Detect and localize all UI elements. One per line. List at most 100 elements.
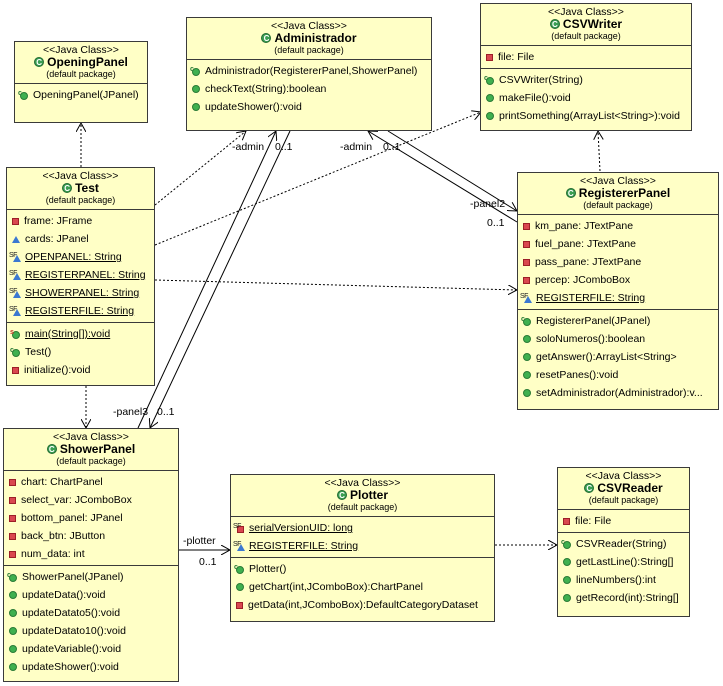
- method-row[interactable]: updateDatato10():void: [4, 622, 178, 640]
- method-row[interactable]: getRecord(int):String[]: [558, 589, 689, 607]
- method-row[interactable]: updateData():void: [4, 586, 178, 604]
- class-icon: C: [584, 483, 595, 493]
- attribute-row[interactable]: file: File: [558, 512, 689, 530]
- method-row[interactable]: getChart(int,JComboBox):ChartPanel: [231, 578, 494, 596]
- public-method-icon: [9, 591, 17, 599]
- method-row[interactable]: updateShower():void: [4, 658, 178, 676]
- stereotype-label: <<Java Class>>: [53, 431, 129, 443]
- attribute-row-text: REGISTERFILE: String: [536, 292, 646, 304]
- edge-label-admin-mult: 0..1: [275, 141, 293, 153]
- method-row[interactable]: updateDatato5():void: [4, 604, 178, 622]
- edge-label-panel3-mult: 0..1: [157, 406, 175, 418]
- private-member-icon: [523, 258, 530, 266]
- method-row[interactable]: getAnswer():ArrayList<String>: [518, 348, 718, 366]
- attribute-row[interactable]: back_btn: JButton: [4, 527, 178, 545]
- attribute-row[interactable]: percep: JComboBox: [518, 271, 718, 289]
- attribute-row[interactable]: km_pane: JTextPane: [518, 217, 718, 235]
- static-final-field-icon: SF: [9, 288, 21, 298]
- attribute-row[interactable]: select_var: JComboBox: [4, 491, 178, 509]
- method-row[interactable]: setAdministrador(Administrador):v...: [518, 384, 718, 402]
- private-member-icon: [523, 276, 530, 284]
- attribute-row-text: km_pane: JTextPane: [535, 220, 634, 232]
- class-icon: C: [46, 444, 57, 454]
- public-method-icon: [523, 335, 531, 343]
- method-row[interactable]: lineNumbers():int: [558, 571, 689, 589]
- method-row[interactable]: updateVariable():void: [4, 640, 178, 658]
- stereotype-label: <<Java Class>>: [271, 20, 347, 32]
- method-row[interactable]: getLastLine():String[]: [558, 553, 689, 571]
- attribute-row[interactable]: file: File: [481, 48, 691, 66]
- method-row[interactable]: soloNumeros():boolean: [518, 330, 718, 348]
- method-row-text: resetPanes():void: [536, 369, 619, 381]
- attribute-row-text: bottom_panel: JPanel: [21, 512, 123, 524]
- constructor-icon: c: [7, 572, 18, 582]
- method-row[interactable]: getData(int,JComboBox):DefaultCategoryDa…: [231, 596, 494, 614]
- static-final-field-icon: SF: [520, 293, 532, 303]
- attribute-row[interactable]: SF REGISTERFILE: String: [518, 289, 718, 307]
- assoc-registerer-admin: [368, 131, 518, 223]
- method-row-text: updateShower():void: [205, 101, 302, 113]
- private-member-icon: [9, 550, 16, 558]
- edge-label-admin2-role: -admin: [340, 141, 373, 153]
- attribute-row-text: back_btn: JButton: [21, 530, 106, 542]
- method-row-text: updateVariable():void: [22, 643, 122, 655]
- stereotype-label: <<Java Class>>: [43, 44, 119, 56]
- package-label: (default package): [588, 495, 659, 505]
- public-method-icon: [9, 609, 17, 617]
- private-member-icon: [236, 601, 243, 609]
- public-method-icon: [563, 558, 571, 566]
- attributes-section: file: File: [558, 510, 689, 533]
- attribute-row[interactable]: fuel_pane: JTextPane: [518, 235, 718, 253]
- attribute-row[interactable]: bottom_panel: JPanel: [4, 509, 178, 527]
- attribute-row[interactable]: num_data: int: [4, 545, 178, 563]
- method-row-text: main(String[]):void: [25, 328, 111, 340]
- method-row[interactable]: printSomething(ArrayList<String>):void: [481, 107, 691, 125]
- public-method-icon: [192, 103, 200, 111]
- attribute-row[interactable]: pass_pane: JTextPane: [518, 253, 718, 271]
- constructor-icon: c: [190, 66, 201, 76]
- public-method-icon: [523, 353, 531, 361]
- attribute-row[interactable]: chart: ChartPanel: [4, 473, 178, 491]
- method-row-text: setAdministrador(Administrador):v...: [536, 387, 703, 399]
- method-row[interactable]: initialize():void: [7, 361, 154, 379]
- method-row[interactable]: checkText(String):boolean: [187, 80, 431, 98]
- attribute-row[interactable]: cards: JPanel: [7, 230, 154, 248]
- method-row[interactable]: makeFile():void: [481, 89, 691, 107]
- public-method-icon: [236, 583, 244, 591]
- attribute-row[interactable]: frame: JFrame: [7, 212, 154, 230]
- method-row[interactable]: resetPanes():void: [518, 366, 718, 384]
- method-row[interactable]: updateShower():void: [187, 98, 431, 116]
